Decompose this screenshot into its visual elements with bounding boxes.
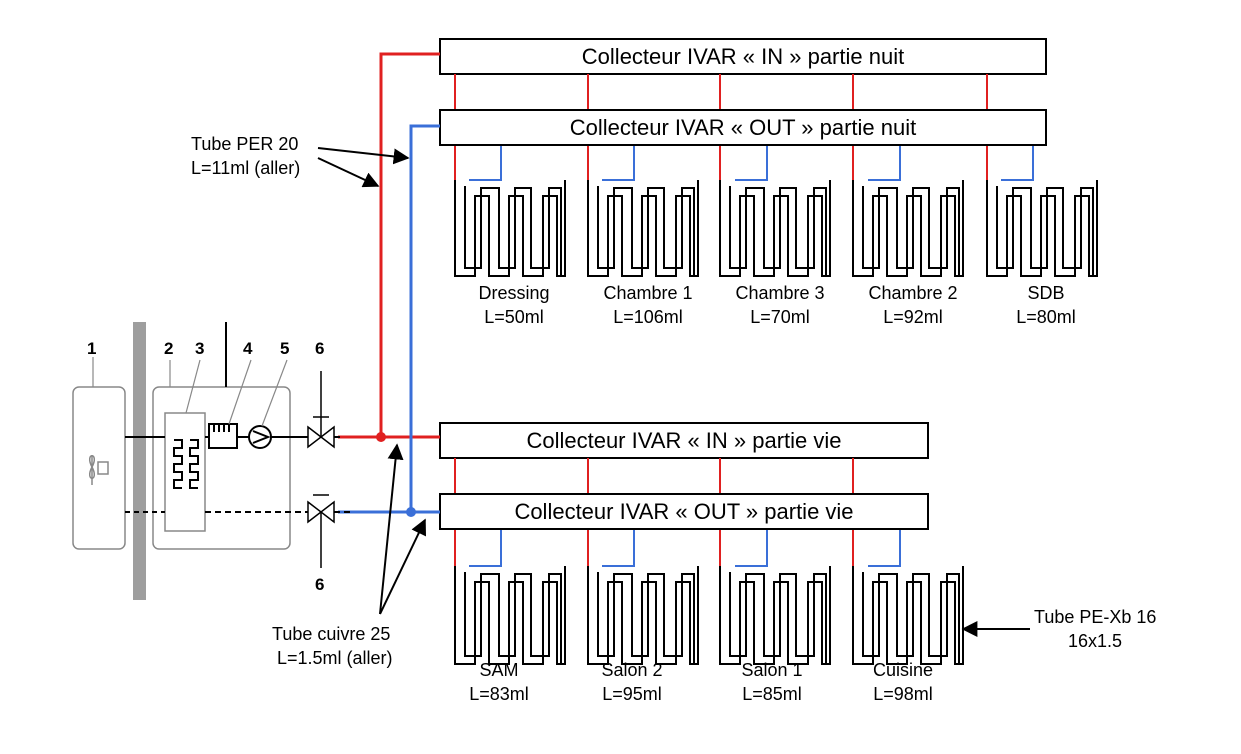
collector-night-in-label: Collecteur IVAR « IN » partie nuit xyxy=(582,44,904,69)
label-3: 3 xyxy=(195,339,204,358)
room-length: L=80ml xyxy=(1016,307,1076,327)
room-length: L=106ml xyxy=(613,307,683,327)
label-1: 1 xyxy=(87,339,96,358)
fan-icon xyxy=(89,455,109,485)
heat-pump-schematic: 1 2 3 4 5 6 6 xyxy=(72,322,350,600)
floor-loop-chambre-3 xyxy=(719,179,831,277)
label-2: 2 xyxy=(164,339,173,358)
supply-riser xyxy=(338,52,440,442)
room-name: Chambre 1 xyxy=(603,283,692,303)
room-name: Dressing xyxy=(478,283,549,303)
room-length: L=85ml xyxy=(742,684,802,704)
copper-tube-length: L=1.5ml (aller) xyxy=(277,648,393,668)
annotation-copper: Tube cuivre 25 L=1.5ml (aller) xyxy=(272,443,426,668)
floor-loop-dressing xyxy=(454,179,566,277)
room-length: L=50ml xyxy=(484,307,544,327)
floor-loop-salon-2 xyxy=(587,565,699,665)
floor-loop-cuisine xyxy=(852,565,964,665)
room-name: SDB xyxy=(1027,283,1064,303)
valve-bottom xyxy=(307,494,335,568)
collector-night-in xyxy=(439,38,1047,75)
label-6-top: 6 xyxy=(315,339,324,358)
floor-loop-chambre-2 xyxy=(852,179,964,277)
room-name: Salon 2 xyxy=(601,660,662,680)
label-5: 5 xyxy=(280,339,289,358)
floor-loop-chambre-1 xyxy=(587,179,699,277)
heat-exchanger xyxy=(164,412,206,532)
copper-tube-label: Tube cuivre 25 xyxy=(272,624,390,644)
per-tube-length: L=11ml (aller) xyxy=(191,158,300,178)
collector-day-out-label: Collecteur IVAR « OUT » partie vie xyxy=(514,499,853,524)
room-length: L=92ml xyxy=(883,307,943,327)
collector-day-in-label: Collecteur IVAR « IN » partie vie xyxy=(526,428,841,453)
valve-top xyxy=(307,371,335,449)
floor-loop-salon-1 xyxy=(719,565,831,665)
collector-night-out-label: Collecteur IVAR « OUT » partie nuit xyxy=(570,115,916,140)
supply-junction xyxy=(376,432,386,442)
day-zone: Collecteur IVAR « IN » partie vie Collec… xyxy=(439,422,964,704)
floor-loop-sdb xyxy=(986,179,1098,277)
room-length: L=98ml xyxy=(873,684,933,704)
room-length: L=95ml xyxy=(602,684,662,704)
annotation-pex: Tube PE-Xb 16 16x1.5 xyxy=(961,607,1156,651)
collector-day-in xyxy=(439,422,929,459)
room-name: Chambre 3 xyxy=(735,283,824,303)
pex-tube-size: 16x1.5 xyxy=(1068,631,1122,651)
floor-loop-sam xyxy=(454,565,566,665)
wall xyxy=(133,322,146,600)
room-length: L=70ml xyxy=(750,307,810,327)
room-name: Chambre 2 xyxy=(868,283,957,303)
outdoor-unit xyxy=(72,386,126,550)
label-4: 4 xyxy=(243,339,253,358)
indoor-unit xyxy=(152,386,291,550)
label-6-bottom: 6 xyxy=(315,575,324,594)
pex-tube-label: Tube PE-Xb 16 xyxy=(1034,607,1156,627)
room-name: SAM xyxy=(479,660,518,680)
return-junction xyxy=(406,507,416,517)
night-zone: Collecteur IVAR « IN » partie nuit Colle… xyxy=(439,38,1098,327)
room-name: Cuisine xyxy=(873,660,933,680)
room-name: Salon 1 xyxy=(741,660,802,680)
annotation-per: Tube PER 20 L=11ml (aller) xyxy=(191,134,410,188)
room-length: L=83ml xyxy=(469,684,529,704)
return-riser xyxy=(338,124,440,517)
per-tube-label: Tube PER 20 xyxy=(191,134,298,154)
